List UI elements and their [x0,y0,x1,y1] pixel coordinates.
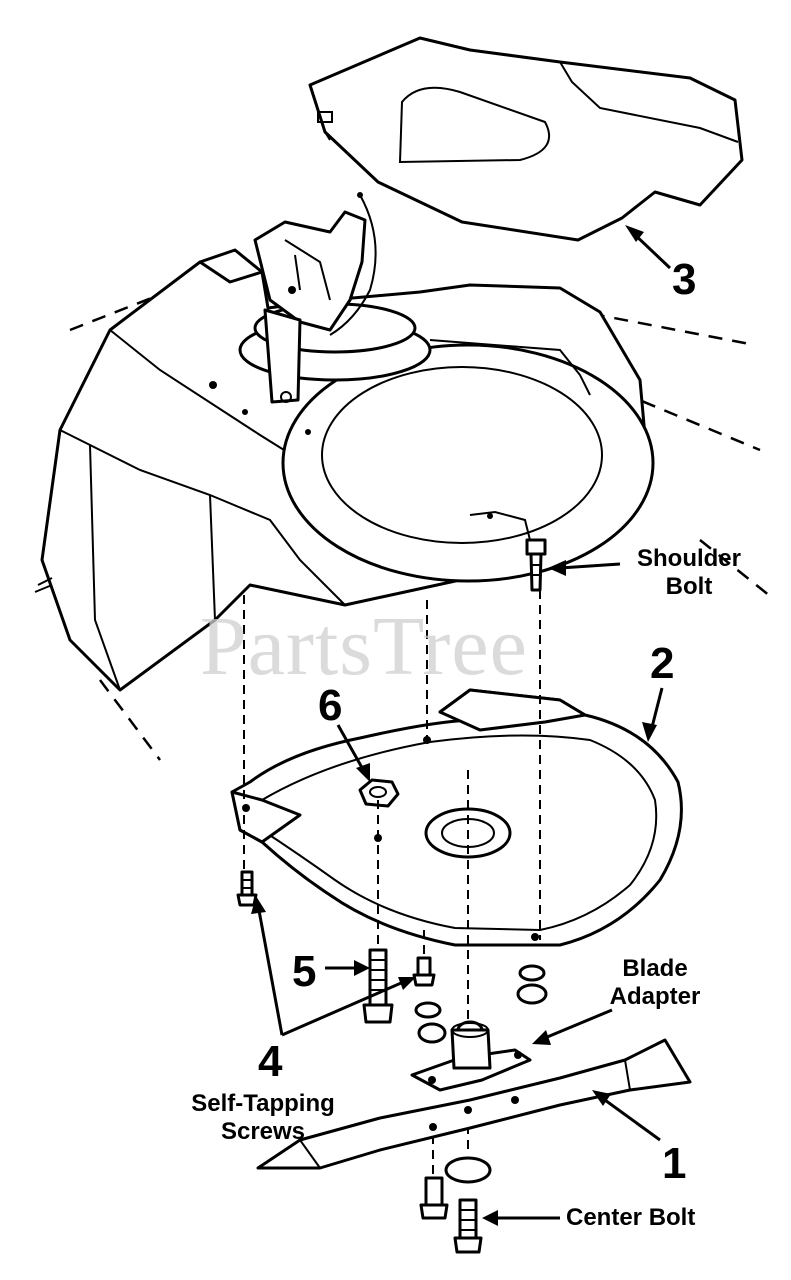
lower-bolt[interactable] [419,1176,449,1220]
nut-part-6[interactable] [358,778,400,808]
watermark: PartsTree [200,600,528,693]
bolt-part-5[interactable] [362,948,394,1024]
label-shoulder-bolt-line2: Bolt [665,573,713,600]
label-blade-adapter-line1: Blade [622,955,688,982]
label-self-tapping-line1: Self-Tapping [191,1090,335,1117]
center-bolt[interactable] [444,1156,492,1254]
mower-housing [34,260,655,692]
label-blade-adapter-line2: Adapter [609,983,701,1010]
motor-assembly [198,192,432,404]
label-center-bolt: Center Bolt [566,1204,696,1231]
callout-3: 3 [672,255,697,304]
self-tapping-screw-left[interactable] [236,870,258,907]
callout-4: 4 [258,1037,283,1086]
callout-5: 5 [292,947,317,996]
label-self-tapping-line2: Screws [220,1118,306,1145]
callout-2: 2 [650,639,675,688]
callout-1: 1 [662,1139,687,1188]
blade-part-1[interactable] [256,1038,692,1170]
blade-baffle-part-2[interactable] [230,688,683,947]
alignment-leaders [243,590,541,1175]
self-tapping-screw-right[interactable] [412,956,436,987]
blade-adapter[interactable] [410,1022,532,1092]
label-shoulder-bolt: Shoulder Bolt [622,545,756,601]
callout-6: 6 [318,681,343,730]
callout-arrows [251,225,672,1226]
cover-shroud-part-3[interactable] [308,36,744,242]
label-self-tapping-screws: Self-Tapping Screws [168,1090,358,1146]
label-blade-adapter: Blade Adapter [595,955,715,1011]
label-shoulder-bolt-line1: Shoulder [636,545,741,572]
